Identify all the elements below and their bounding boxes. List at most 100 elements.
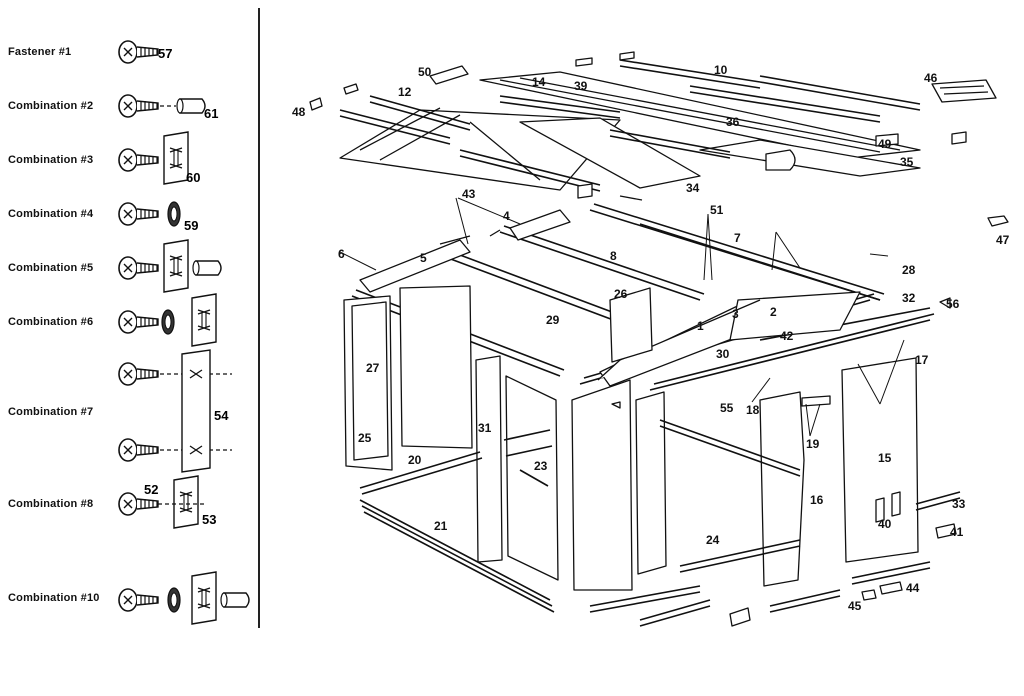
part-number: 52 xyxy=(144,482,158,497)
screw-icon xyxy=(118,362,159,386)
callout: 31 xyxy=(478,421,492,435)
callout: 47 xyxy=(996,233,1010,247)
callout: 26 xyxy=(614,287,628,301)
callout: 3 xyxy=(732,307,739,321)
nut-icon xyxy=(176,98,206,114)
washer-icon xyxy=(167,201,181,227)
callout: 44 xyxy=(906,581,920,595)
callout-labels: 1 2 3 4 5 6 7 8 10 12 14 15 16 17 18 19 … xyxy=(292,63,1010,613)
legend-row-combination-10: Combination #10 xyxy=(0,578,255,618)
callout: 1 xyxy=(697,319,704,333)
part-number: 53 xyxy=(202,512,216,527)
callout: 25 xyxy=(358,431,372,445)
callout: 14 xyxy=(532,75,546,89)
callout: 17 xyxy=(915,353,929,367)
callout: 35 xyxy=(900,155,914,169)
callout: 29 xyxy=(546,313,560,327)
callout: 15 xyxy=(878,451,892,465)
screw-icon xyxy=(118,94,159,118)
screw-icon xyxy=(118,588,159,612)
legend-row-combination-4: Combination #4 xyxy=(0,194,255,234)
legend-label: Combination #7 xyxy=(8,406,94,418)
legend-label: Combination #6 xyxy=(8,316,94,328)
sill-rails xyxy=(359,419,961,627)
legend-row-fastener-1: Fastener #1 xyxy=(0,32,255,72)
part-number: 57 xyxy=(158,46,172,61)
callout: 27 xyxy=(366,361,380,375)
legend-label: Combination #3 xyxy=(8,154,94,166)
clip-icon xyxy=(163,131,189,185)
screw-icon xyxy=(118,40,159,64)
legend-label: Combination #8 xyxy=(8,498,94,510)
callout: 7 xyxy=(734,231,741,245)
callout: 12 xyxy=(398,85,412,99)
callout: 49 xyxy=(878,137,892,151)
legend-row-combination-2: Combination #2 xyxy=(0,86,255,126)
legend-label: Combination #2 xyxy=(8,100,94,112)
callout: 23 xyxy=(534,459,548,473)
clip-icon xyxy=(191,293,217,347)
washer-icon xyxy=(161,309,175,335)
washer-icon xyxy=(167,587,181,613)
callout: 6 xyxy=(338,247,345,261)
legend-label: Combination #10 xyxy=(8,592,100,604)
callout: 21 xyxy=(434,519,448,533)
clip-icon xyxy=(163,239,189,293)
wall-panels xyxy=(343,285,919,591)
screw-icon xyxy=(118,148,159,172)
callout: 5 xyxy=(420,251,427,265)
callout: 4 xyxy=(503,209,510,223)
gable-rafters xyxy=(359,209,861,387)
callout: 55 xyxy=(720,401,734,415)
callout: 48 xyxy=(292,105,306,119)
callout: 40 xyxy=(878,517,892,531)
leader-lines xyxy=(339,197,905,437)
callout: 24 xyxy=(706,533,720,547)
legend-label: Combination #4 xyxy=(8,208,94,220)
screw-icon xyxy=(118,438,159,462)
callout: 30 xyxy=(716,347,730,361)
callout: 33 xyxy=(952,497,966,511)
callout: 8 xyxy=(610,249,617,263)
screw-icon xyxy=(118,202,159,226)
callout: 51 xyxy=(710,203,724,217)
roof-panels xyxy=(339,71,921,191)
callout: 56 xyxy=(946,297,960,311)
part-number: 60 xyxy=(186,170,200,185)
callout: 34 xyxy=(686,181,700,195)
callout: 46 xyxy=(924,71,938,85)
callout: 43 xyxy=(462,187,476,201)
part-number: 54 xyxy=(214,408,229,423)
clip-icon xyxy=(191,571,217,625)
callout: 28 xyxy=(902,263,916,277)
legend-row-combination-7: Combination #7 xyxy=(0,392,255,432)
callout: 18 xyxy=(746,403,760,417)
callout: 19 xyxy=(806,437,820,451)
callout: 10 xyxy=(714,63,728,77)
callout: 36 xyxy=(726,115,740,129)
nut-icon xyxy=(220,592,250,608)
legend-row-combination-6: Combination #6 xyxy=(0,302,255,342)
roof-rails xyxy=(339,59,921,192)
shed-exploded-view: 1 2 3 4 5 6 7 8 10 12 14 15 16 17 18 19 … xyxy=(292,51,1010,627)
legend-row-combination-8: Combination #8 xyxy=(0,484,255,524)
nut-icon xyxy=(192,260,222,276)
callout: 16 xyxy=(810,493,824,507)
connectors xyxy=(611,297,957,627)
legend-divider xyxy=(258,8,260,628)
legend-graphics: 57 61 60 59 54 52 xyxy=(118,40,250,625)
screw-icon xyxy=(118,256,159,280)
callout: 50 xyxy=(418,65,432,79)
callout: 39 xyxy=(574,79,588,93)
callout: 41 xyxy=(950,525,964,539)
legend-row-combination-3: Combination #3 xyxy=(0,140,255,180)
plate-icon xyxy=(181,349,211,473)
callout: 45 xyxy=(848,599,862,613)
callout: 2 xyxy=(770,305,777,319)
legend-label: Combination #5 xyxy=(8,262,94,274)
legend-row-combination-5: Combination #5 xyxy=(0,248,255,288)
part-number: 59 xyxy=(184,218,198,233)
screw-icon xyxy=(118,310,159,334)
clip-icon xyxy=(173,475,199,529)
small-parts xyxy=(309,51,1009,227)
